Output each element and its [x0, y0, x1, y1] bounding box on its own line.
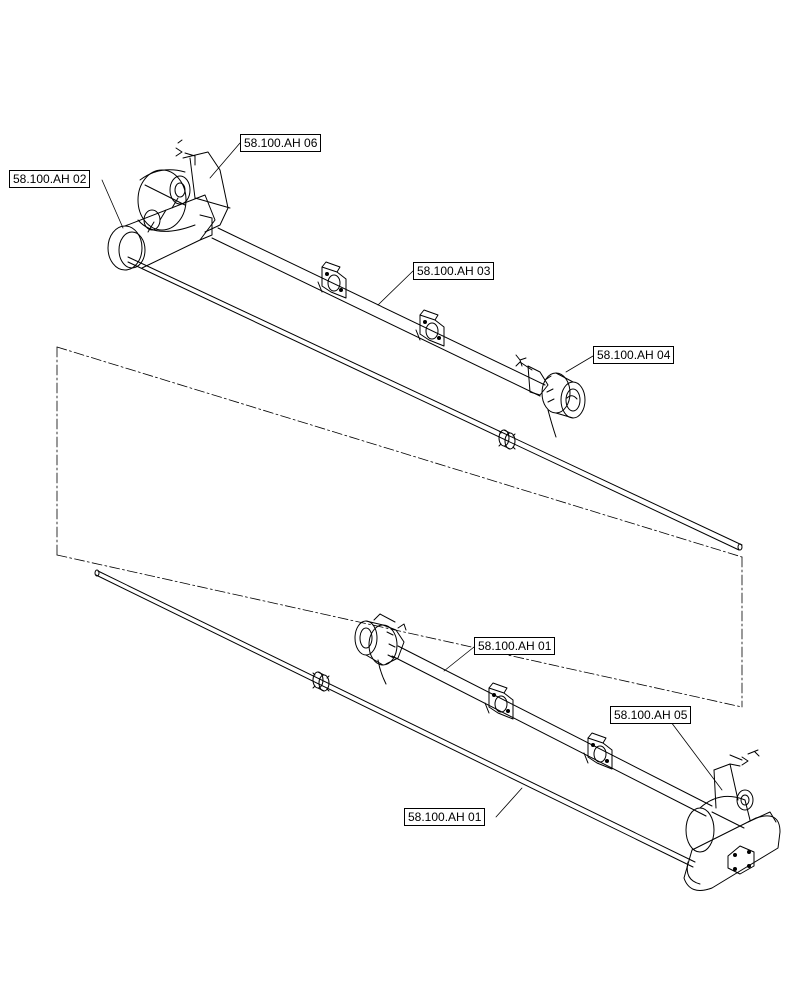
- lower-long-rod: [94, 569, 696, 868]
- upper-bearing-2: [415, 309, 445, 347]
- assembly-boundary: [56, 346, 743, 708]
- callout-58-100-ah-01-lower[interactable]: 58.100.AH 01: [404, 808, 486, 826]
- upper-long-rod: [127, 256, 743, 551]
- upper-bearing-1: [317, 261, 347, 299]
- leader-lines: [101, 142, 723, 818]
- upper-rod-coupler: [498, 429, 516, 450]
- lower-bearing-1: [484, 682, 514, 720]
- callout-58-100-ah-02[interactable]: 58.100.AH 02: [9, 170, 91, 188]
- callout-58-100-ah-01-upper[interactable]: 58.100.AH 01: [474, 637, 556, 655]
- callout-58-100-ah-03[interactable]: 58.100.AH 03: [413, 262, 495, 280]
- upper-main-shaft: [211, 227, 546, 397]
- callout-58-100-ah-06[interactable]: 58.100.AH 06: [240, 134, 322, 152]
- upper-motor: [515, 354, 586, 438]
- lower-rod-coupler: [312, 671, 330, 692]
- callout-58-100-ah-05[interactable]: 58.100.AH 05: [610, 706, 692, 724]
- lower-motor: [354, 613, 407, 685]
- upper-gearbox: [107, 139, 231, 271]
- lower-gearbox: [683, 749, 781, 891]
- lower-bearing-2: [583, 732, 613, 770]
- callout-58-100-ah-04[interactable]: 58.100.AH 04: [593, 346, 675, 364]
- lower-main-shaft: [391, 645, 713, 817]
